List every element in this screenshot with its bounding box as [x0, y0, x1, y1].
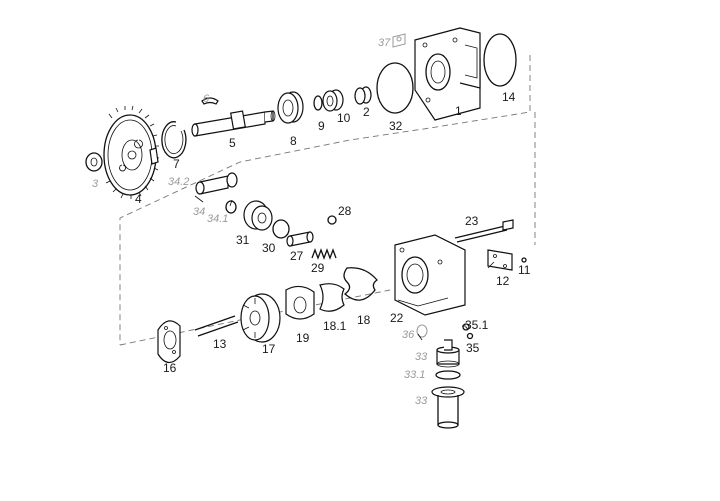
label-34-2: 34.2 — [168, 176, 189, 188]
part-37-bracket — [392, 33, 406, 48]
part-27-valve — [286, 231, 314, 247]
label-4: 4 — [135, 192, 142, 206]
part-11-rivet — [521, 257, 527, 263]
part-6-key — [201, 97, 219, 105]
label-31: 31 — [236, 233, 250, 247]
part-34-pinion — [194, 172, 238, 203]
part-33-tube — [431, 386, 465, 429]
label-28: 28 — [338, 204, 352, 218]
part-5-shaft — [191, 110, 276, 137]
part-30-o-ring — [272, 219, 290, 239]
label-10: 10 — [337, 111, 351, 125]
part-18-seal — [343, 267, 378, 301]
label-18-1: 18.1 — [323, 319, 347, 333]
part-34-1-ring — [225, 200, 237, 214]
label-34: 34 — [193, 206, 205, 218]
label-35: 35 — [466, 341, 480, 355]
label-17: 17 — [262, 342, 276, 356]
part-16-end-plate — [157, 320, 181, 364]
part-13-pins — [194, 315, 239, 337]
leader-lines — [229, 199, 495, 341]
part-23-bolt — [454, 219, 514, 243]
label-27: 27 — [290, 249, 304, 263]
part-9-ring — [313, 95, 323, 111]
label-32: 32 — [389, 119, 403, 133]
label-9: 9 — [318, 119, 325, 133]
part-35-screw — [462, 323, 474, 340]
part-labels: 1 2 3 4 5 6 7 8 9 10 11 12 13 14 16 17 1… — [92, 37, 531, 407]
label-14: 14 — [502, 90, 516, 104]
label-1: 1 — [455, 104, 462, 118]
part-29-spring — [311, 248, 337, 260]
part-31-sleeve — [243, 200, 273, 231]
label-33-2: 33 — [415, 395, 428, 407]
part-12-plate — [487, 249, 513, 271]
part-28-ring — [327, 215, 337, 225]
part-4-gear — [103, 105, 160, 199]
label-12: 12 — [496, 274, 510, 288]
label-37: 37 — [378, 37, 391, 49]
part-22-lower-housing — [394, 234, 466, 316]
label-8: 8 — [290, 134, 297, 148]
part-33-fitting — [436, 339, 460, 368]
label-13: 13 — [213, 337, 227, 351]
label-35-1: 35.1 — [465, 318, 489, 332]
part-1-housing — [414, 27, 481, 121]
part-2-bushing — [354, 86, 372, 105]
label-30: 30 — [262, 241, 276, 255]
label-18: 18 — [357, 313, 371, 327]
label-36: 36 — [402, 329, 415, 341]
part-32-o-ring — [376, 62, 414, 114]
part-10-needle-bearing — [322, 89, 344, 112]
label-3: 3 — [92, 178, 99, 190]
label-5: 5 — [229, 136, 236, 150]
part-8-bearing — [277, 91, 304, 124]
label-2: 2 — [363, 105, 370, 119]
label-16: 16 — [163, 361, 177, 375]
part-3-nut — [85, 152, 103, 172]
part-14-gasket — [483, 33, 517, 87]
part-18-1-plate — [319, 283, 345, 312]
part-19-plate — [285, 285, 315, 320]
label-6: 6 — [203, 93, 210, 105]
part-7-snap-ring — [161, 121, 187, 159]
part-17-rotor — [240, 293, 281, 343]
label-33-1: 33.1 — [404, 369, 425, 381]
label-23: 23 — [465, 214, 479, 228]
label-7: 7 — [173, 157, 180, 171]
part-33-1-washer — [435, 370, 461, 380]
label-11: 11 — [518, 263, 531, 277]
label-22: 22 — [390, 311, 404, 325]
label-29: 29 — [311, 261, 325, 275]
part-36-plug — [416, 324, 428, 338]
label-33: 33 — [415, 351, 428, 363]
label-34-1: 34.1 — [207, 213, 228, 225]
label-19: 19 — [296, 331, 310, 345]
